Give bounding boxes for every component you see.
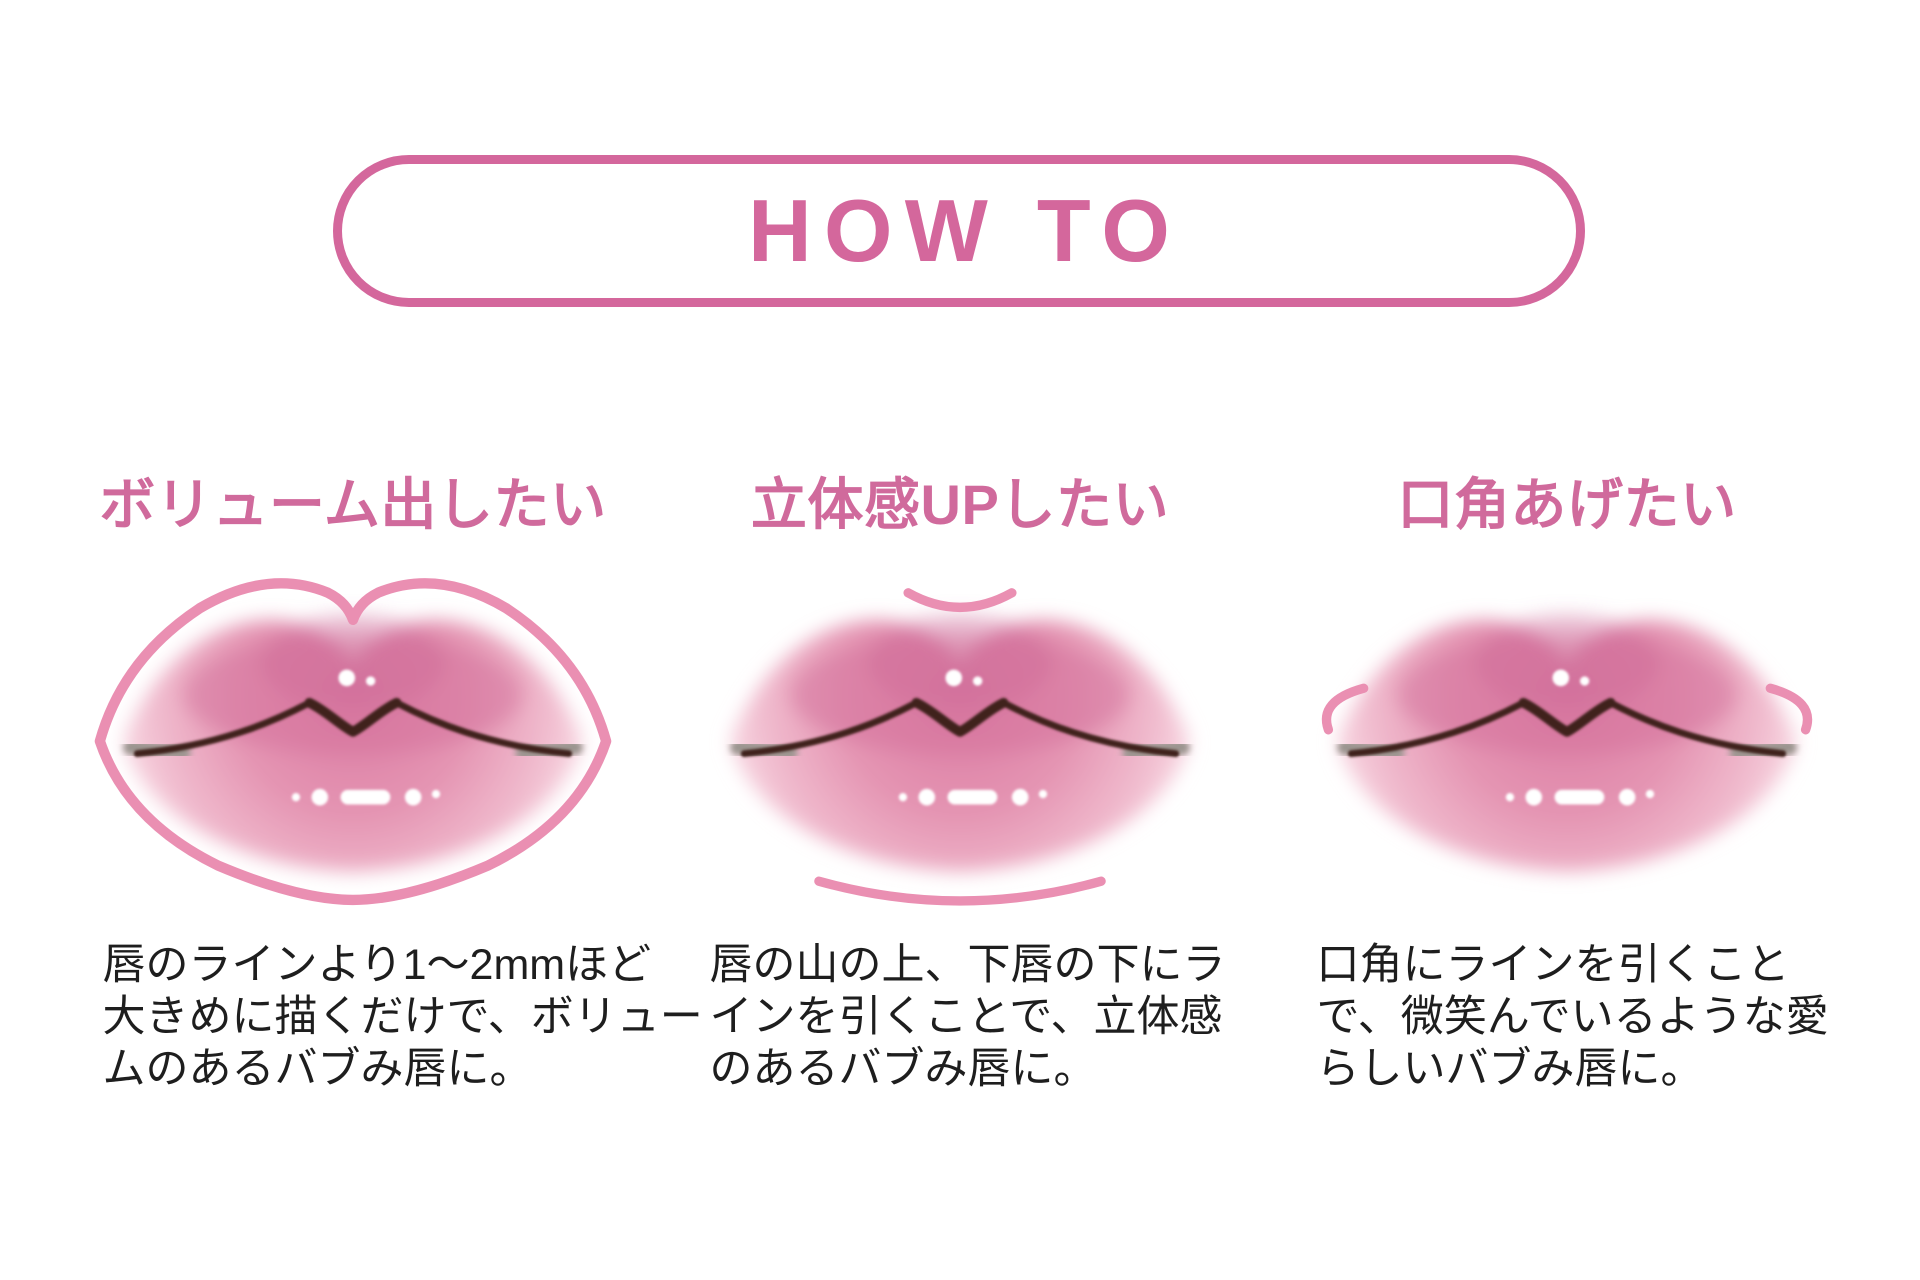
description-line: のあるバブみ唇に。 xyxy=(709,1045,1097,1093)
left-corner-accent-line xyxy=(1321,683,1369,735)
tips-columns: ボリューム出したい 唇のラインより1～2mmほど 大きめに描くだけで、ボリュー … xyxy=(0,470,1920,1095)
lips-illustration-dimension-up xyxy=(690,588,1230,906)
howto-title: HOW TO xyxy=(748,181,1183,280)
description-line: インを引くことで、立体感 xyxy=(709,993,1223,1041)
cupid-bow-accent-line xyxy=(903,588,1017,612)
lips-illustration-volume xyxy=(94,578,612,906)
description-line: 唇のラインより1～2mmほど xyxy=(102,941,652,989)
column-dimension-up-heading: 立体感UPしたい xyxy=(750,473,1170,536)
description-line: 大きめに描くだけで、ボリュー xyxy=(102,993,703,1041)
lips-artwork xyxy=(730,615,1191,872)
column-lift-corners: 口角あげたい 口角にラインを引くこと で、微笑んでいるような愛 らしいバブみ唇に… xyxy=(1275,470,1860,1095)
column-dimension-up-description: 唇の山の上、下唇の下にラ インを引くことで、立体感 のあるバブみ唇に。 xyxy=(668,939,1253,1095)
lips-artwork xyxy=(1337,615,1798,872)
description-line: 口角にラインを引くこと xyxy=(1316,941,1790,989)
lip-outline-accent-line xyxy=(94,578,612,906)
column-volume-description: 唇のラインより1～2mmほど 大きめに描くだけで、ボリュー ムのあるバブみ唇に。 xyxy=(61,939,703,1095)
lips-artwork xyxy=(123,615,584,872)
column-lift-corners-heading: 口角あげたい xyxy=(1397,473,1737,536)
description-line: らしいバブみ唇に。 xyxy=(1316,1045,1704,1093)
column-volume-heading: ボリューム出したい xyxy=(99,473,607,536)
description-line: 唇の山の上、下唇の下にラ xyxy=(709,941,1226,989)
description-line: ムのあるバブみ唇に。 xyxy=(102,1045,533,1093)
column-volume: ボリューム出したい 唇のラインより1～2mmほど 大きめに描くだけで、ボリュー … xyxy=(61,470,703,1095)
column-lift-corners-description: 口角にラインを引くこと で、微笑んでいるような愛 らしいバブみ唇に。 xyxy=(1275,939,1860,1095)
under-lip-accent-line xyxy=(814,876,1106,906)
howto-badge: HOW TO xyxy=(333,155,1585,307)
column-dimension-up: 立体感UPしたい 唇の山の上、下唇の下にラ インを引くことで、立体感 のあるバブ… xyxy=(668,470,1253,1095)
lips-illustration-lift-corners xyxy=(1321,542,1813,931)
description-line: で、微笑んでいるような愛 xyxy=(1316,993,1829,1041)
right-corner-accent-line xyxy=(1765,683,1813,735)
